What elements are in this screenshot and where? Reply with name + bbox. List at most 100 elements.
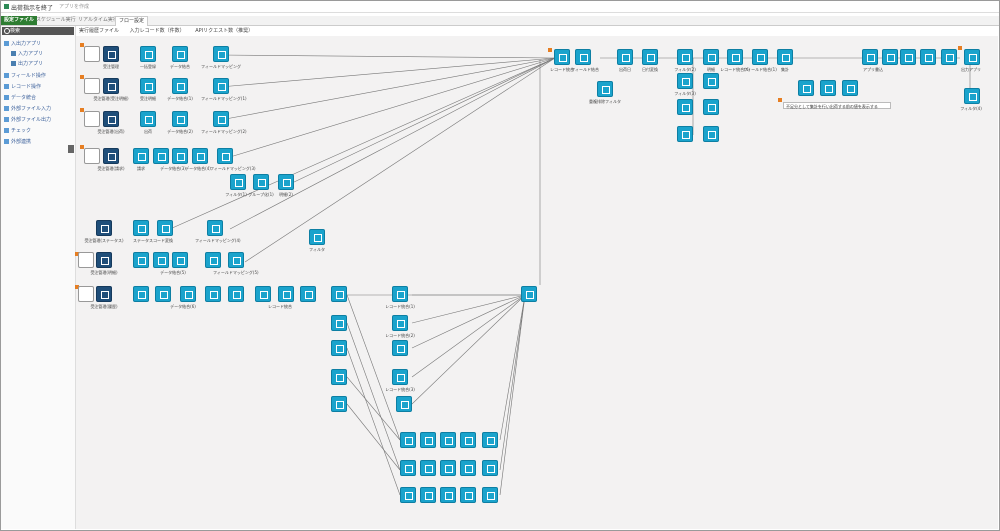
flow-node[interactable] <box>213 78 229 94</box>
flow-node[interactable] <box>862 49 878 65</box>
flow-node[interactable] <box>153 252 169 268</box>
flow-node[interactable] <box>217 148 233 164</box>
flow-node[interactable] <box>420 432 436 448</box>
flow-node[interactable] <box>96 220 112 236</box>
flow-node[interactable] <box>133 252 149 268</box>
flow-node[interactable] <box>103 148 119 164</box>
flow-node[interactable] <box>396 396 412 412</box>
flow-node[interactable] <box>278 286 294 302</box>
flow-node[interactable] <box>180 286 196 302</box>
flow-node[interactable] <box>752 49 768 65</box>
flow-node[interactable] <box>964 88 980 104</box>
flow-node[interactable] <box>331 315 347 331</box>
sidebar-item-ext-file-out[interactable]: 外部ファイル出力 <box>4 116 51 123</box>
sidebar-item-ext-file-in[interactable]: 外部ファイル入力 <box>4 105 51 112</box>
sidebar-item-field-ops[interactable]: フィールド操作 <box>4 72 46 79</box>
flow-node[interactable] <box>230 174 246 190</box>
flow-node[interactable] <box>964 49 980 65</box>
flow-node[interactable] <box>703 73 719 89</box>
flow-node[interactable] <box>172 252 188 268</box>
flow-node[interactable] <box>677 126 693 142</box>
flow-node[interactable] <box>213 46 229 62</box>
flow-node[interactable] <box>78 252 94 268</box>
flow-node[interactable] <box>420 460 436 476</box>
flow-node[interactable] <box>703 99 719 115</box>
flow-node[interactable] <box>460 432 476 448</box>
flow-node[interactable] <box>84 111 100 127</box>
flow-node[interactable] <box>460 487 476 503</box>
flow-node[interactable] <box>703 126 719 142</box>
flow-node[interactable] <box>133 286 149 302</box>
flow-node[interactable] <box>482 432 498 448</box>
tab-settings-file[interactable]: 設定ファイル <box>1 16 38 25</box>
flow-node[interactable] <box>172 148 188 164</box>
flow-node[interactable] <box>727 49 743 65</box>
flow-node[interactable] <box>575 49 591 65</box>
flow-node[interactable] <box>172 46 188 62</box>
flow-node[interactable] <box>140 111 156 127</box>
flow-node[interactable] <box>133 148 149 164</box>
flow-node[interactable] <box>205 286 221 302</box>
flow-node[interactable] <box>213 111 229 127</box>
flow-node[interactable] <box>228 252 244 268</box>
flow-node[interactable] <box>103 46 119 62</box>
flow-node[interactable] <box>84 46 100 62</box>
tab-schedule[interactable]: スケジュール実行 <box>36 17 76 23</box>
flow-node[interactable] <box>331 286 347 302</box>
flow-node[interactable] <box>331 340 347 356</box>
flow-node[interactable] <box>133 220 149 236</box>
flow-node[interactable] <box>482 460 498 476</box>
flow-node[interactable] <box>521 286 537 302</box>
flow-node[interactable] <box>153 148 169 164</box>
flow-node[interactable] <box>677 49 693 65</box>
flow-node[interactable] <box>400 432 416 448</box>
flow-node[interactable] <box>392 315 408 331</box>
flow-node[interactable] <box>400 487 416 503</box>
flow-node[interactable] <box>103 111 119 127</box>
flow-node[interactable] <box>300 286 316 302</box>
flow-node[interactable] <box>777 49 793 65</box>
sidebar-item-data-merge[interactable]: データ統合 <box>4 94 36 101</box>
flow-node[interactable] <box>440 460 456 476</box>
flow-node[interactable] <box>900 49 916 65</box>
flow-node[interactable] <box>798 80 814 96</box>
sidebar-item-output-app[interactable]: 出力アプリ <box>11 60 43 67</box>
flow-node[interactable] <box>96 252 112 268</box>
flow-node[interactable] <box>392 369 408 385</box>
flow-node[interactable] <box>140 78 156 94</box>
flow-node[interactable] <box>420 487 436 503</box>
flow-node[interactable] <box>228 286 244 302</box>
flow-node[interactable] <box>677 99 693 115</box>
flow-node[interactable] <box>172 78 188 94</box>
flow-node[interactable] <box>84 148 100 164</box>
sidebar-item-record-ops[interactable]: レコード操作 <box>4 83 41 90</box>
flow-node[interactable] <box>820 80 836 96</box>
flow-node[interactable] <box>920 49 936 65</box>
flow-node[interactable] <box>331 396 347 412</box>
sidebar-item-check[interactable]: チェック <box>4 127 31 134</box>
flow-node[interactable] <box>941 49 957 65</box>
flow-node[interactable] <box>78 286 94 302</box>
flow-node[interactable] <box>331 369 347 385</box>
flow-node[interactable] <box>84 78 100 94</box>
flow-node[interactable] <box>597 81 613 97</box>
flow-node[interactable] <box>207 220 223 236</box>
flow-node[interactable] <box>400 460 416 476</box>
flow-node[interactable] <box>554 49 570 65</box>
toolbar-api-count[interactable]: APIリクエスト数（推奨） <box>195 28 254 34</box>
tab-realtime[interactable]: リアルタイム実行 <box>78 17 118 23</box>
sidebar-collapse-handle[interactable] <box>68 145 74 153</box>
flow-node[interactable] <box>703 49 719 65</box>
flow-node[interactable] <box>255 286 271 302</box>
sidebar-item-io-app[interactable]: 入出力アプリ <box>4 40 41 47</box>
flow-node[interactable] <box>140 46 156 62</box>
flow-node[interactable] <box>392 286 408 302</box>
flow-node[interactable] <box>205 252 221 268</box>
flow-node[interactable] <box>677 73 693 89</box>
flow-node[interactable] <box>155 286 171 302</box>
flow-node[interactable] <box>392 340 408 356</box>
toolbar-history[interactable]: 実行履歴ファイル <box>79 28 120 34</box>
flow-node[interactable] <box>309 229 325 245</box>
toolbar-record-count[interactable]: 入力レコード数（件数） <box>129 28 185 34</box>
flow-node[interactable] <box>157 220 173 236</box>
